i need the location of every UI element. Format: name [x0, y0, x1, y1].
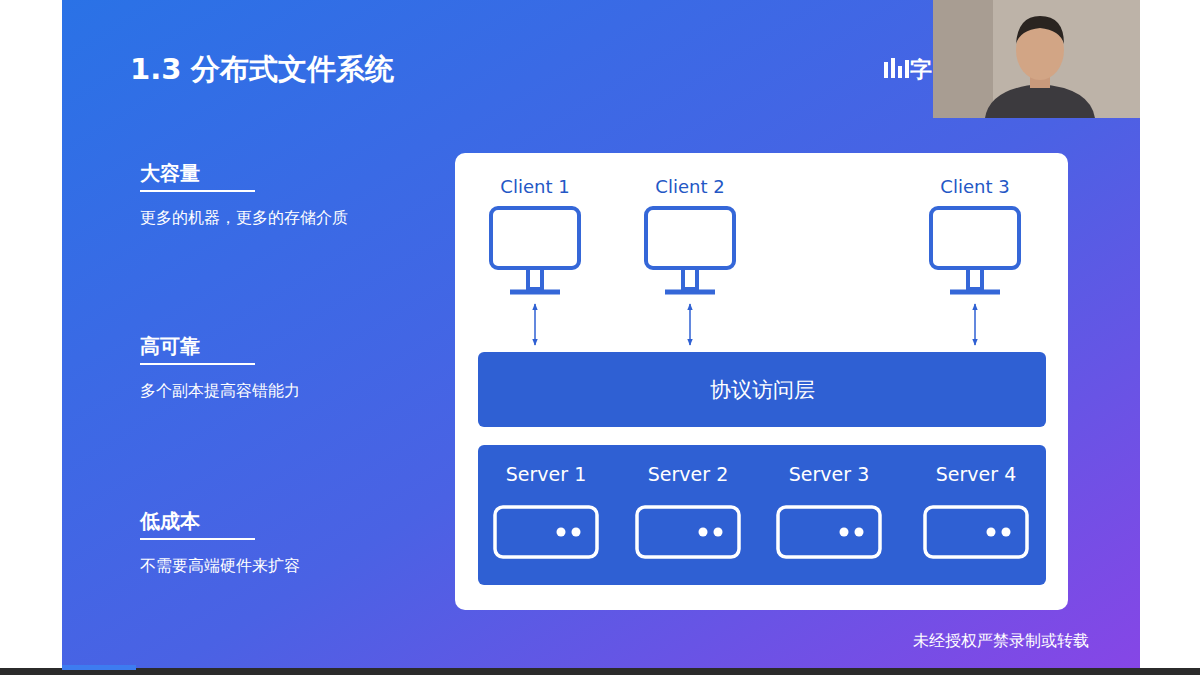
server-node: Server 2 [632, 461, 744, 559]
node-text: Client 1 [500, 175, 569, 199]
server-band [478, 445, 1046, 585]
double-arrow-connector [689, 304, 691, 345]
double-arrow-connector [534, 304, 536, 345]
server-node: Server 3 [773, 461, 885, 559]
logo-text: 字 [910, 55, 932, 85]
server-node: Server 1 [490, 461, 602, 559]
white-panel [455, 153, 1068, 610]
player-bar [0, 668, 1200, 675]
node-text: Server 4 [936, 461, 1016, 487]
server-node: Server 4 [920, 461, 1032, 559]
slide-ground [62, 0, 1140, 668]
node-text: Client 3 [940, 175, 1009, 199]
heading-underline [140, 191, 255, 539]
server-icon [635, 505, 741, 559]
feature-heading: 高可靠 [140, 333, 200, 360]
feature-heading: 低成本 [140, 508, 200, 535]
feature-heading: 大容量 [140, 160, 200, 187]
double-arrow-connector [974, 304, 976, 345]
client-node: Client 3 [920, 175, 1030, 297]
node-text: Client 2 [655, 175, 724, 199]
webcam-video [933, 0, 1140, 118]
feature-text: 多个副本提高容错能力 [140, 381, 300, 402]
protocol-layer-band: 协议访问层 [478, 352, 1046, 427]
slide-title: 1.3 分布式文件系统 [130, 50, 394, 90]
node-text: 协议访问层 [710, 376, 815, 404]
node-text: Server 2 [648, 461, 728, 487]
server-icon [923, 505, 1029, 559]
client-node: Client 2 [635, 175, 745, 297]
monitor-icon [488, 205, 582, 297]
server-icon [776, 505, 882, 559]
monitor-icon [643, 205, 737, 297]
watermark-note: 未经授权严禁录制或转载 [913, 631, 1089, 652]
node-text: Server 3 [789, 461, 869, 487]
feature-text: 更多的机器，更多的存储介质 [140, 208, 348, 229]
client-node: Client 1 [480, 175, 590, 297]
server-icon [493, 505, 599, 559]
node-text: Server 1 [506, 461, 586, 487]
feature-text: 不需要高端硬件来扩容 [140, 556, 300, 577]
logo-icon [884, 58, 909, 78]
progress-bar [62, 665, 136, 670]
monitor-icon [928, 205, 1022, 297]
